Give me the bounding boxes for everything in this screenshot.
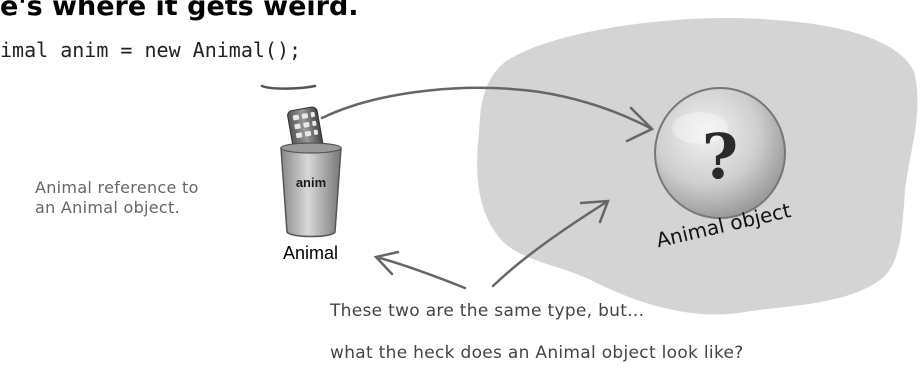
animal-object-sphere	[654, 87, 786, 219]
reference-note-line: an Animal object.	[35, 198, 180, 217]
same-type-arrow-reference	[373, 250, 467, 290]
reference-note-line: Animal reference to	[35, 178, 199, 197]
same-type-arrow-object	[491, 199, 610, 288]
reference-arrow	[320, 86, 655, 143]
class-underline	[260, 84, 317, 90]
remote-cup-icon	[280, 106, 342, 238]
code-line: imal anim = new Animal();	[0, 38, 301, 62]
code-suffix: ();	[264, 38, 302, 62]
reference-note: Animal reference to an Animal object.	[35, 178, 199, 218]
object-symbol: ?	[702, 120, 738, 193]
question-note: what the heck does an Animal object look…	[330, 343, 744, 363]
remote-var-label: anim	[296, 175, 326, 190]
code-prefix: imal anim = new	[0, 38, 193, 62]
same-type-note: These two are the same type, but...	[330, 301, 645, 321]
code-class-name: Animal	[192, 38, 265, 62]
reference-type-label: Animal	[283, 243, 339, 263]
page-heading: e's where it gets weird.	[0, 0, 359, 22]
